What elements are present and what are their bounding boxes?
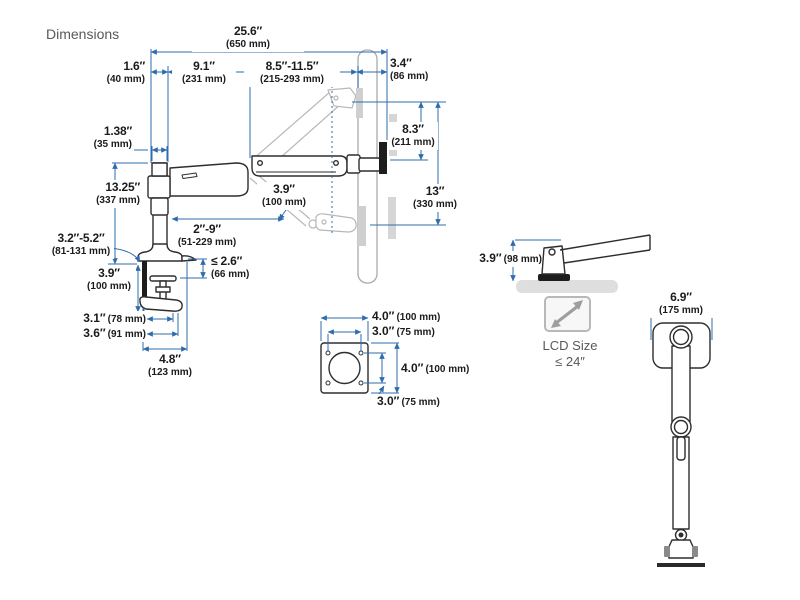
dim-vesa-inner-width-label: 3.0″(75 mm) — [372, 324, 435, 340]
dim-mm-value: (211 mm) — [391, 137, 435, 148]
dim-mm-value: (215-293 mm) — [260, 74, 324, 85]
dim-mm-value: (650 mm) — [226, 39, 270, 50]
dim-mm-value: (100 mm) — [396, 312, 441, 323]
dim-vesa-outer-height-label: 4.0″(100 mm) — [401, 361, 470, 377]
dim-rise-above-label: 8.3″ (211 mm) — [388, 122, 438, 150]
dim-mm-value: (100 mm) — [87, 281, 131, 292]
dim-in-value: 1.38″ — [103, 124, 132, 138]
monitor-mount-bracket — [379, 142, 387, 174]
dim-base-inner-label: 3.1″(78 mm) — [66, 311, 146, 327]
dim-in-value: 3.2″-5.2″ — [57, 231, 105, 245]
dim-bracket-depth-label: 3.4″ (86 mm) — [390, 56, 448, 84]
dim-base-depth-label: 4.8″ (123 mm) — [141, 352, 199, 380]
side-view-arm — [147, 142, 387, 249]
dim-mm-value: (35 mm) — [93, 139, 132, 150]
desk-clamp — [137, 243, 197, 312]
dim-pole-cap-label: 1.38″ (35 mm) — [70, 124, 132, 152]
dim-mm-value: (91 mm) — [107, 329, 146, 340]
dim-in-value: 3.9″ — [479, 251, 502, 265]
dim-in-value: 2″-9″ — [193, 222, 221, 236]
page-title: Dimensions — [46, 26, 120, 42]
vesa-plate — [320, 342, 369, 394]
dim-in-value: 3.9″ — [273, 182, 295, 196]
dim-mm-value: (100 mm) — [425, 364, 470, 375]
pivot-detail — [516, 234, 651, 293]
dim-lift-arm-range-label: 8.5″-11.5″ (215-293 mm) — [244, 59, 340, 87]
dim-desk-thickness-label: ≤ 2.6″ (66 mm) — [211, 254, 265, 282]
dim-clamp-range-label: 3.2″-5.2″ (81-131 mm) — [48, 231, 114, 259]
dim-in-value: 3.0″ — [372, 324, 395, 338]
dim-in-value: 1.6″ — [123, 59, 145, 73]
dim-mm-value: (231 mm) — [182, 74, 226, 85]
dim-mm-value: (330 mm) — [413, 199, 457, 210]
dim-base-outer-label: 3.6″(91 mm) — [66, 326, 146, 342]
dim-mm-value: (337 mm) — [96, 195, 140, 206]
dim-mm-value: (86 mm) — [390, 71, 429, 82]
dim-head-width-label: 6.9″ (175 mm) — [649, 290, 713, 318]
dimension-lines-vesa — [320, 315, 400, 397]
dim-in-value: 8.3″ — [402, 122, 424, 136]
dim-in-value: 9.1″ — [193, 59, 215, 73]
dim-mm-value: (40 mm) — [106, 74, 145, 85]
dim-pole-height-label: 13.25″ (337 mm) — [74, 180, 140, 208]
dim-mm-value: (51-229 mm) — [177, 237, 237, 248]
lcd-size-label: LCD Size — [542, 338, 598, 353]
dim-extension-arm-label: 9.1″ (231 mm) — [172, 59, 236, 87]
dim-in-value: 25.6″ — [233, 24, 263, 38]
dim-in-value: 3.4″ — [390, 56, 412, 70]
dim-lift-travel-label: 13″ (330 mm) — [410, 184, 460, 212]
dim-in-value: 6.9″ — [670, 290, 692, 304]
dim-in-value: 4.0″ — [372, 309, 395, 323]
dim-mm-value: (75 mm) — [401, 397, 440, 408]
dim-mm-value: (75 mm) — [396, 327, 435, 338]
dim-overall-width-label: 25.6″ (650 mm) — [192, 24, 304, 52]
dim-in-value: 8.5″-11.5″ — [265, 59, 319, 73]
dim-in-value: 13″ — [425, 184, 445, 198]
dim-mm-value: (175 mm) — [659, 305, 703, 316]
dim-in-value: 3.0″ — [377, 394, 400, 408]
dim-in-value: 4.0″ — [401, 361, 424, 375]
dim-pivot-height-label: 3.9″(98 mm) — [474, 251, 542, 267]
dim-clamp-height-label: 3.9″ (100 mm) — [82, 266, 136, 294]
dim-in-value: ≤ 2.6″ — [211, 254, 243, 268]
desk-edge-line — [657, 563, 705, 567]
dim-mm-value: (100 mm) — [262, 197, 306, 208]
dim-in-value: 13.25″ — [105, 180, 140, 194]
ghost-bracket-bottom — [388, 197, 396, 239]
dim-pole-width-label: 1.6″ (40 mm) — [93, 59, 145, 87]
dim-mm-value: (81-131 mm) — [51, 246, 111, 257]
dim-mm-value: (123 mm) — [148, 367, 192, 378]
dim-in-value: 4.8″ — [159, 352, 181, 366]
dim-in-value: 3.9″ — [98, 266, 120, 280]
dim-vesa-inner-height-label: 3.0″(75 mm) — [377, 394, 440, 410]
dim-mm-value: (98 mm) — [503, 254, 542, 265]
lcd-max-size-label: ≤ 24″ — [555, 354, 585, 369]
dim-vesa-outer-width-label: 4.0″(100 mm) — [372, 309, 441, 325]
surface-pad — [516, 280, 618, 293]
dim-in-value: 3.6″ — [83, 326, 106, 340]
front-view-arm — [652, 322, 711, 567]
dim-reach-below-label: 2″-9″ (51-229 mm) — [170, 222, 244, 250]
ghost-arm-up — [251, 87, 363, 175]
lcd-size-icon — [544, 296, 591, 332]
dim-arm-drop-label: 3.9″ (100 mm) — [257, 182, 311, 210]
dim-mm-value: (78 mm) — [107, 314, 146, 325]
dim-mm-value: (66 mm) — [211, 269, 250, 280]
dim-in-value: 3.1″ — [83, 311, 106, 325]
